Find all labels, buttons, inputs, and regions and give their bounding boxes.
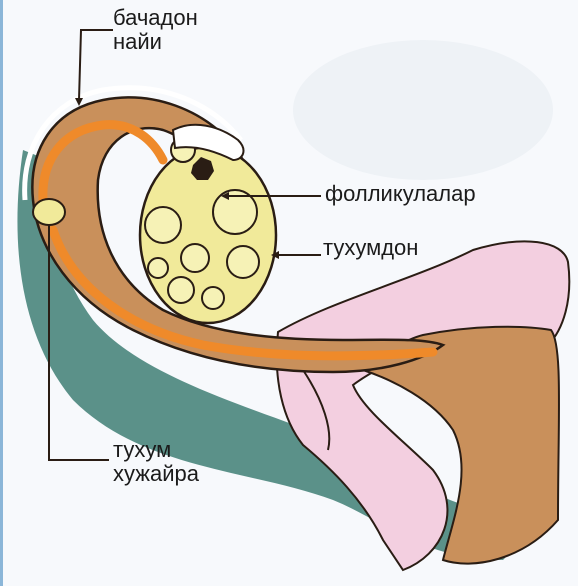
bg-blotch [293, 40, 553, 180]
arrow-head [75, 98, 83, 106]
label-uterine-tube-line2: найи [113, 30, 198, 54]
label-uterine-tube: бачадон найи [113, 6, 198, 54]
label-egg-cell-line2: хужайра [113, 462, 199, 486]
label-uterine-tube-line1: бачадон [113, 6, 198, 30]
label-follicles: фолликулалар [325, 182, 476, 206]
label-egg-cell: тухум хужайра [113, 438, 199, 486]
label-ovary: тухумдон [323, 236, 418, 260]
label-egg-cell-line1: тухум [113, 438, 199, 462]
egg-cell [33, 199, 65, 225]
diagram-canvas [3, 0, 578, 586]
